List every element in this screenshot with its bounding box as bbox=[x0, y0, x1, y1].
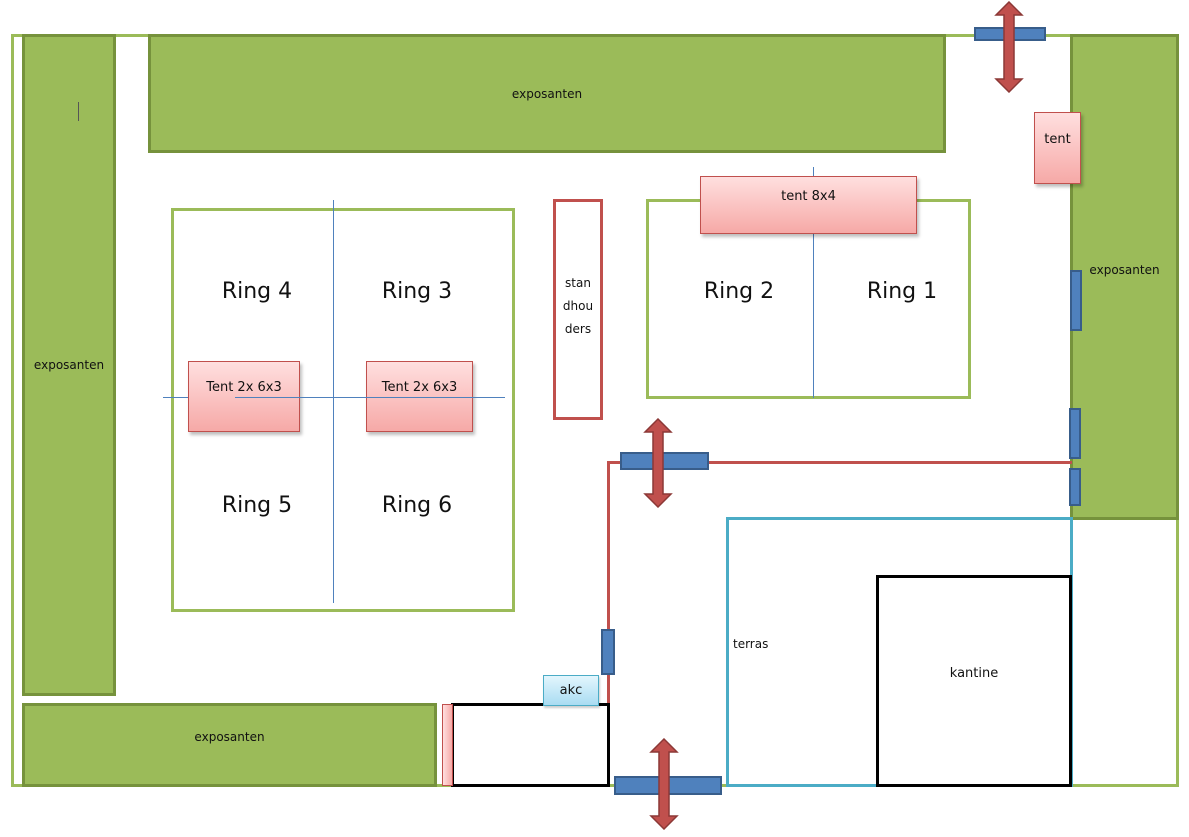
ring-4-label[interactable]: Ring 4 bbox=[221, 279, 293, 304]
text-cursor-mark bbox=[78, 102, 79, 121]
gate-right-1[interactable] bbox=[1070, 270, 1082, 331]
standhouders-line-3: ders bbox=[564, 322, 592, 336]
standhouders-area[interactable]: stan dhou ders bbox=[553, 199, 603, 420]
akc-box[interactable]: akc bbox=[543, 675, 599, 706]
exhibitors-bottom-label: exposanten bbox=[194, 730, 265, 744]
tent-right-label: Tent 2x 6x3 bbox=[381, 380, 458, 395]
entrance-arrow-bottom-icon bbox=[649, 738, 679, 830]
gate-right-3[interactable] bbox=[1069, 468, 1081, 506]
terras-label: terras bbox=[733, 637, 769, 651]
exhibitors-top[interactable]: exposanten bbox=[148, 34, 946, 153]
tent-left-label: Tent 2x 6x3 bbox=[206, 380, 282, 395]
entrance-arrow-top-icon bbox=[994, 1, 1024, 93]
exhibitors-bottom[interactable]: exposanten bbox=[22, 703, 437, 787]
inner-boundary-top bbox=[607, 461, 1072, 464]
kantine-building[interactable]: kantine bbox=[876, 575, 1072, 787]
ring-3-label[interactable]: Ring 3 bbox=[381, 279, 453, 304]
ring-field-3-6 bbox=[171, 208, 515, 612]
tent-strip-bottom[interactable] bbox=[442, 704, 453, 786]
tent-8x4[interactable]: tent 8x4 bbox=[700, 176, 917, 234]
ring-5-label[interactable]: Ring 5 bbox=[221, 493, 293, 518]
ring-2-label[interactable]: Ring 2 bbox=[703, 279, 775, 304]
ring-divider-vertical-right bbox=[813, 167, 814, 398]
tent-corner[interactable]: tent bbox=[1034, 112, 1081, 184]
ring-divider-horizontal-overlay bbox=[235, 397, 505, 398]
gate-inner-top[interactable] bbox=[620, 452, 709, 470]
exhibitors-top-label: exposanten bbox=[511, 86, 583, 101]
kantine-label: kantine bbox=[949, 666, 999, 681]
inner-boundary-left bbox=[607, 461, 610, 706]
akc-label: akc bbox=[559, 683, 583, 698]
exhibitors-right-label: exposanten bbox=[1089, 263, 1160, 277]
exhibitors-right[interactable]: exposanten bbox=[1070, 34, 1179, 520]
ring-divider-vertical-left bbox=[333, 200, 334, 603]
tent-2x6x3-right[interactable]: Tent 2x 6x3 bbox=[366, 361, 473, 432]
building-bottom[interactable] bbox=[451, 703, 610, 787]
ring-6-label[interactable]: Ring 6 bbox=[381, 493, 453, 518]
standhouders-line-1: stan bbox=[565, 276, 591, 290]
entrance-arrow-inner-icon bbox=[643, 418, 673, 508]
tent-2x6x3-left[interactable]: Tent 2x 6x3 bbox=[188, 361, 300, 432]
tent-corner-label: tent bbox=[1044, 132, 1071, 147]
ring-1-label[interactable]: Ring 1 bbox=[866, 279, 938, 304]
exhibitors-left[interactable]: exposanten bbox=[22, 34, 116, 696]
gate-inner-left[interactable] bbox=[601, 629, 615, 675]
exhibitors-left-label: exposanten bbox=[33, 358, 105, 372]
gate-right-2[interactable] bbox=[1069, 408, 1081, 459]
standhouders-line-2: dhou bbox=[562, 299, 594, 313]
tent-8x4-label: tent 8x4 bbox=[781, 189, 836, 204]
